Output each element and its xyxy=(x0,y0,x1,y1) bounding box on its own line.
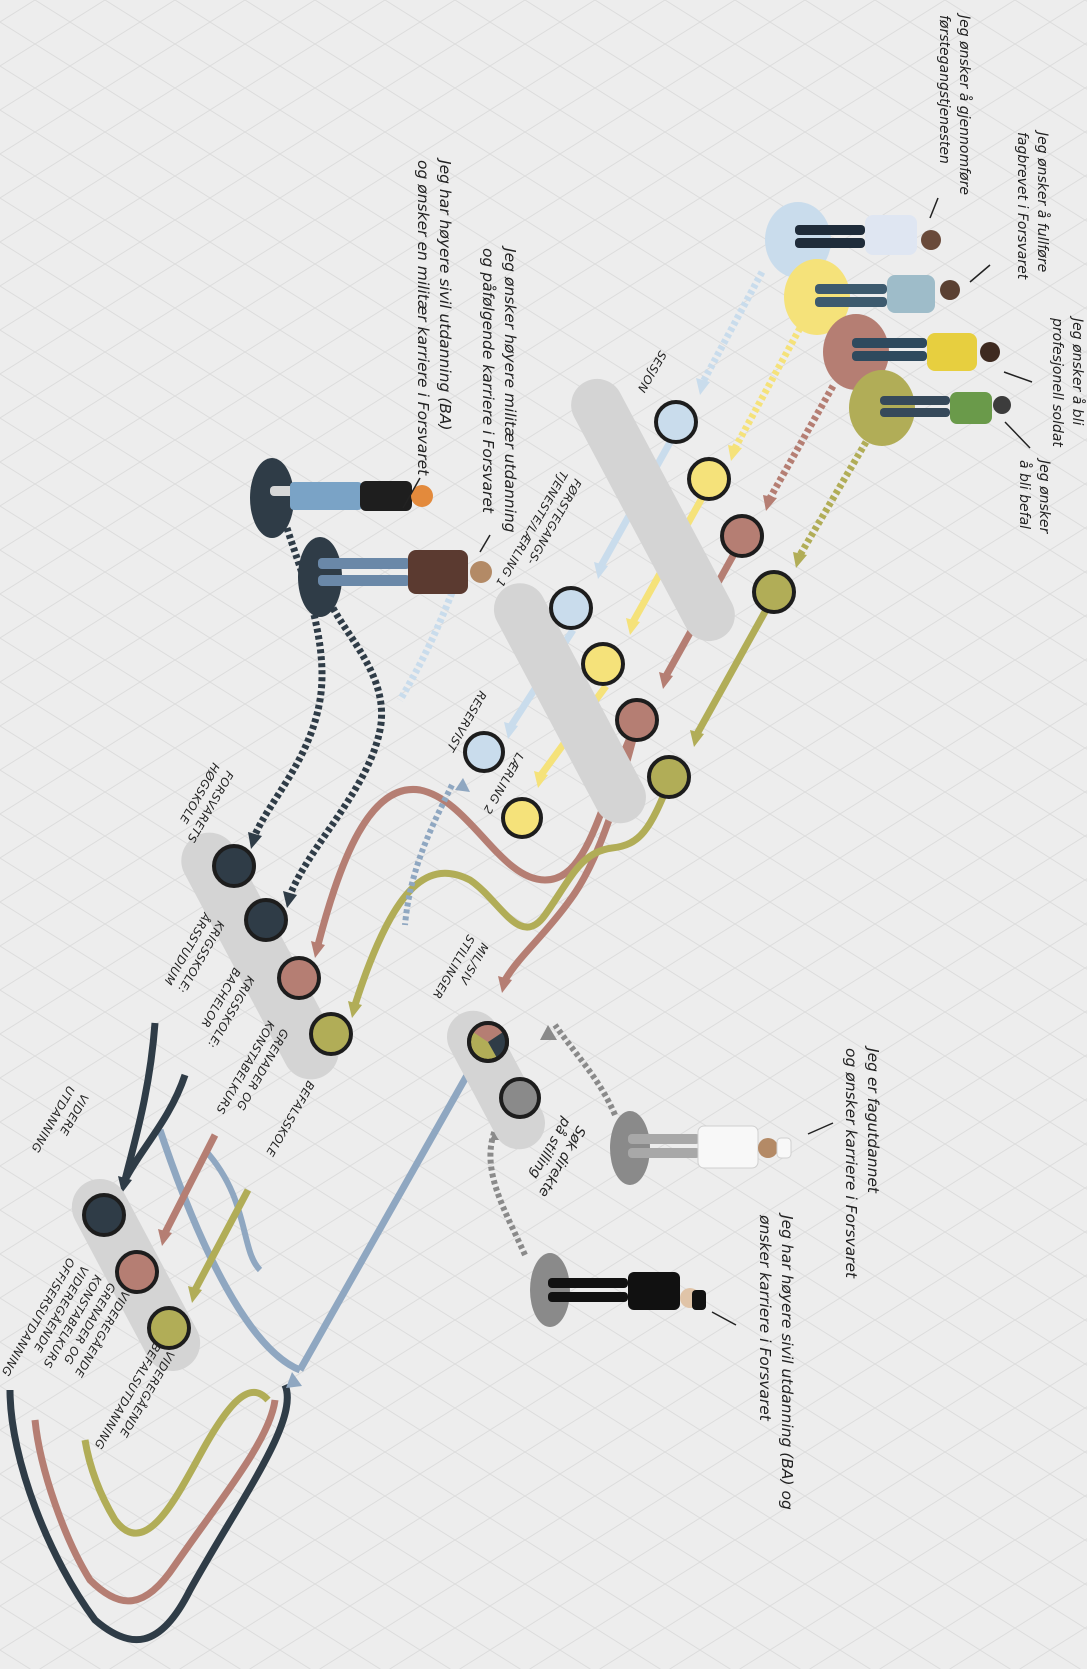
station-dot-icon xyxy=(754,572,794,612)
station-dot-icon xyxy=(656,402,696,442)
station-dot-icon xyxy=(722,516,762,556)
station-dot-icon xyxy=(246,900,286,940)
persona-shadow xyxy=(250,458,294,538)
station-reservist xyxy=(465,733,503,771)
station-dot-icon xyxy=(689,459,729,499)
station-dot-icon xyxy=(465,733,503,771)
station-dot-icon xyxy=(617,700,657,740)
station-dot-icon xyxy=(117,1252,157,1292)
persona-shadow xyxy=(530,1253,570,1327)
station-dot-icon xyxy=(649,757,689,797)
station-dot-icon xyxy=(503,799,541,837)
station-dot-icon xyxy=(551,588,591,628)
station-dot-icon xyxy=(311,1014,351,1054)
station-dot-icon xyxy=(84,1195,124,1235)
station-dot-icon xyxy=(279,958,319,998)
station-laerling2 xyxy=(503,799,541,837)
person-figure-icon xyxy=(270,481,433,511)
station-dot-icon xyxy=(583,644,623,684)
station-dot-icon xyxy=(214,846,254,886)
station-dot-icon xyxy=(501,1079,539,1117)
